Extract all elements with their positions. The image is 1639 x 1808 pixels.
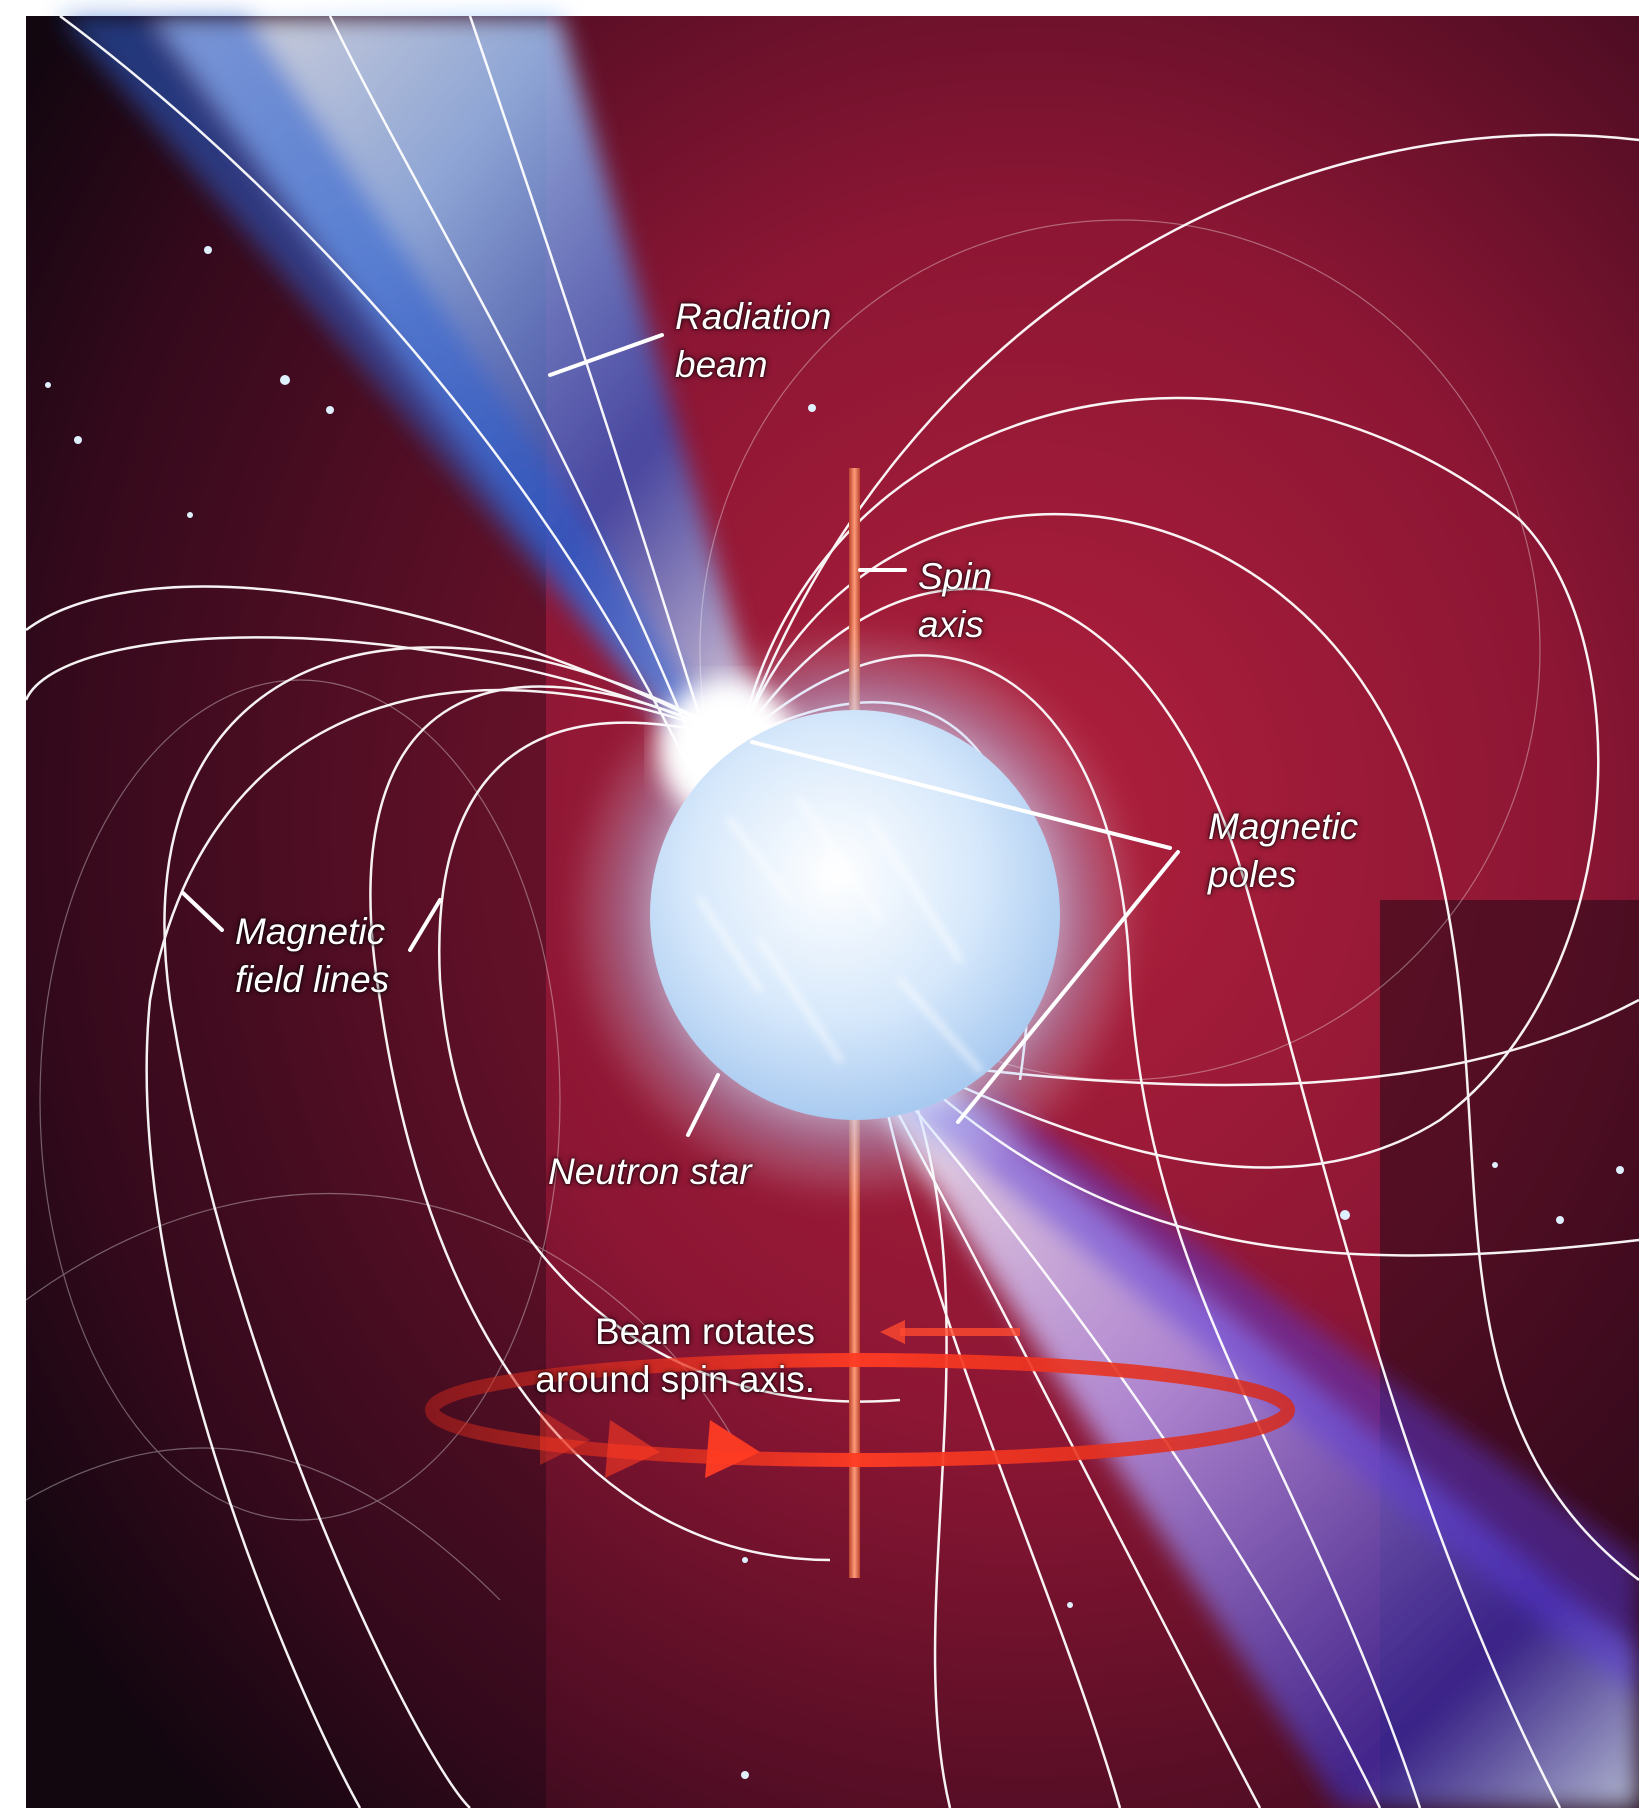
magnetic-field-lines-label: Magnetic field lines — [235, 911, 390, 1000]
magnetic-poles-label: Magnetic poles — [1208, 806, 1359, 895]
background-stars — [45, 246, 1624, 1779]
beam-rotates-label: Beam rotates around spin axis. — [535, 1311, 815, 1400]
faint-field-lines — [25, 219, 1541, 1601]
radiation-beam-label: Radiation beam — [675, 296, 832, 385]
neutron-star — [650, 710, 1060, 1120]
neutron-star-label: Neutron star — [548, 1151, 752, 1192]
label-leaders — [181, 333, 1180, 1137]
radiation-beam-upper — [60, 16, 760, 760]
spin-axis-label: Spin axis — [918, 556, 993, 645]
rotation-ring — [425, 1320, 1295, 1478]
star-surface-streaks — [697, 797, 983, 1073]
